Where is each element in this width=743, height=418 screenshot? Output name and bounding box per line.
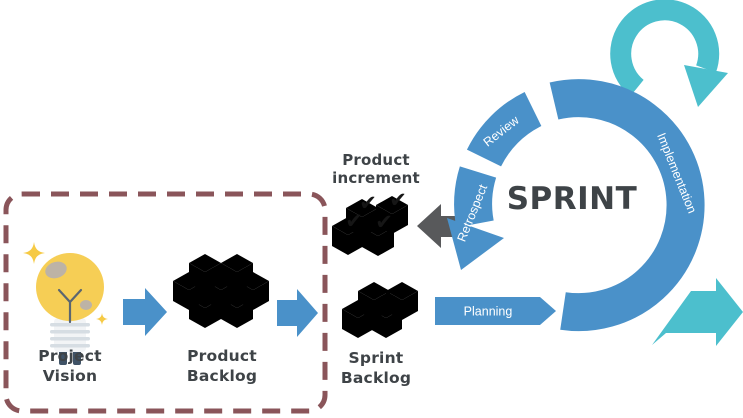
sprint-ring xyxy=(435,79,705,332)
sprint-title: SPRINT xyxy=(506,181,638,217)
flow-arrow-icon xyxy=(123,288,167,336)
review-segment xyxy=(466,91,542,167)
product-backlog-label: Product Backlog xyxy=(186,347,258,385)
product-increment-icon: ✔ ✔ ✔ ✔ xyxy=(332,188,408,256)
retrospect-segment xyxy=(447,166,504,270)
implementation-segment xyxy=(549,79,705,332)
planning-segment xyxy=(435,297,556,325)
sparkle-icon xyxy=(23,242,45,264)
product-increment-label: Product increment xyxy=(332,151,420,187)
checkmark-icon: ✔ xyxy=(345,209,363,233)
checkmark-icon: ✔ xyxy=(375,210,393,234)
loop-arrow-icon xyxy=(610,0,728,107)
project-vision-label: Project Vision xyxy=(38,347,102,385)
exit-arrow-icon xyxy=(652,278,743,346)
flow-arrow-icon xyxy=(277,289,318,337)
checkmark-icon: ✔ xyxy=(389,188,407,212)
product-backlog-icon xyxy=(173,254,269,328)
sparkle-icon xyxy=(95,312,109,326)
sprint-backlog-label: Sprint Backlog xyxy=(340,349,412,387)
lightbulb-icon xyxy=(23,242,109,365)
checkmark-icon: ✔ xyxy=(359,191,377,215)
sprint-backlog-icon xyxy=(342,282,418,338)
planning-label: Planning xyxy=(464,304,513,318)
